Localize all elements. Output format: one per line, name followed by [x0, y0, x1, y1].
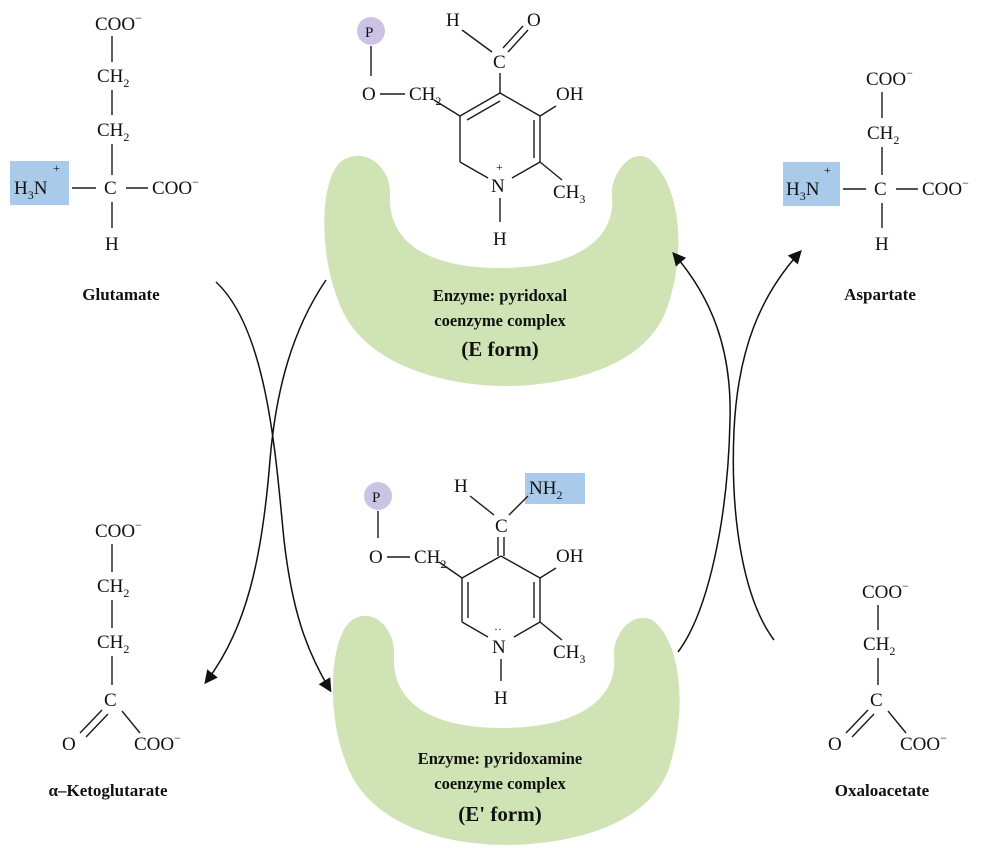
glu-nitrogen-plus: + — [53, 161, 60, 175]
amino-highlight-glutamate — [10, 161, 69, 205]
svg-text:P: P — [365, 25, 373, 41]
enzyme-top-line1: Enzyme: pyridoxal — [433, 286, 568, 305]
ketoglutarate-label: α–Ketoglutarate — [48, 781, 167, 800]
amino-highlight-aspartate — [783, 162, 840, 206]
ketoglutarate-structure: COO− CH2 CH2 C O COO− — [62, 518, 181, 755]
asp-coo-alpha: COO− — [922, 176, 969, 200]
glutamate-structure: COO− CH2 CH2 + H3N C COO− H — [10, 11, 199, 255]
pm-n-h: H — [494, 688, 508, 709]
pl-ring-n: N — [491, 176, 505, 197]
pm-ether-o: O — [369, 547, 383, 568]
oaa-o: O — [828, 734, 842, 755]
pm-ch3: CH3 — [553, 642, 585, 666]
oaa-c: C — [870, 690, 883, 711]
oxaloacetate-label: Oxaloacetate — [835, 781, 930, 800]
enzyme-top-line2: coenzyme complex — [434, 311, 566, 330]
oxaloacetate-structure: COO− CH2 C O COO− — [828, 579, 947, 755]
enzyme-e-form-shape — [324, 155, 679, 386]
pl-ch3: CH3 — [553, 182, 585, 206]
akg-ch2-1: CH2 — [97, 576, 129, 600]
pl-ch2: CH2 — [409, 84, 441, 108]
pl-aldehyde-c: C — [493, 52, 506, 73]
akg-o: O — [62, 734, 76, 755]
arrow-e-to-ketoglutarate — [204, 279, 327, 685]
phosphate-icon-bottom — [364, 482, 392, 510]
glu-alpha-c: C — [104, 178, 117, 199]
pl-ether-o: O — [362, 84, 376, 105]
pm-nh2: NH2 — [529, 478, 562, 502]
aspartate-label: Aspartate — [844, 285, 916, 304]
asp-nitrogen-plus: + — [824, 163, 831, 177]
enzyme-e-prime-form-shape — [332, 615, 680, 845]
glu-ch2-2: CH2 — [97, 120, 129, 144]
pm-lone-pair: ·· — [494, 622, 502, 636]
asp-h: H — [875, 234, 889, 255]
oaa-coo-2: COO− — [900, 731, 947, 755]
pyridoxamine-structure: P O CH2 H NH2 C OH ·· N CH3 H — [364, 473, 585, 709]
arrow-e-prime-to-e — [672, 251, 731, 653]
pm-c: C — [495, 516, 508, 537]
asp-h3n: H3N — [786, 179, 820, 203]
enzyme-bottom-line1: Enzyme: pyridoxamine — [418, 749, 583, 768]
pyridoxal-structure: P O CH2 H O C OH + N CH3 H — [357, 10, 585, 250]
akg-coo-2: COO− — [134, 731, 181, 755]
oaa-ch2: CH2 — [863, 634, 895, 658]
pl-ring-n-plus: + — [496, 160, 503, 174]
glu-coo: COO− — [95, 11, 142, 35]
arrow-oxaloacetate-to-aspartate — [732, 250, 802, 641]
akg-coo: COO− — [95, 518, 142, 542]
asp-ch2: CH2 — [867, 123, 899, 147]
akg-ch2-2: CH2 — [97, 632, 129, 656]
glutamate-label: Glutamate — [82, 285, 160, 304]
pl-aldehyde-h: H — [446, 10, 460, 31]
asp-coo: COO− — [866, 66, 913, 90]
asp-alpha-c: C — [874, 179, 887, 200]
amino-highlight-pyridoxamine — [525, 473, 585, 504]
aspartate-structure: COO− CH2 + H3N C COO− H — [783, 66, 969, 255]
arrow-glutamate-to-e-prime — [215, 281, 332, 693]
pl-aldehyde-o: O — [527, 10, 541, 31]
akg-c: C — [104, 690, 117, 711]
enzyme-bottom-form: (E' form) — [458, 802, 541, 826]
phosphate-icon-top — [357, 17, 385, 45]
glu-h: H — [105, 234, 119, 255]
svg-text:P: P — [372, 490, 380, 506]
pl-oh: OH — [556, 84, 584, 105]
enzyme-top-form: (E form) — [461, 337, 539, 361]
pm-oh: OH — [556, 546, 584, 567]
glu-h3n: H3N — [14, 178, 48, 202]
glu-coo-alpha: COO− — [152, 175, 199, 199]
oaa-coo: COO− — [862, 579, 909, 603]
pl-n-h: H — [493, 229, 507, 250]
enzyme-bottom-line2: coenzyme complex — [434, 774, 566, 793]
pm-ch2: CH2 — [414, 547, 446, 571]
pm-ring-n: N — [492, 637, 506, 658]
glu-ch2-1: CH2 — [97, 66, 129, 90]
pm-h: H — [454, 476, 468, 497]
